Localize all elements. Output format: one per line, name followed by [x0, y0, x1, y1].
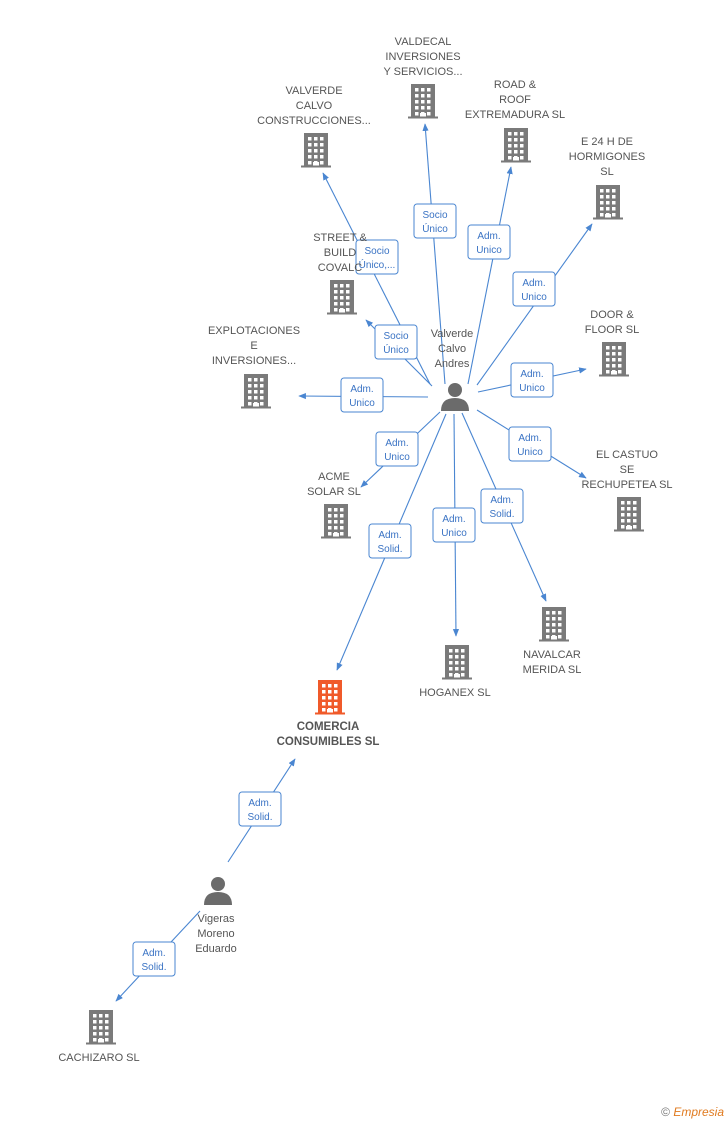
edge-label-box[interactable] — [340, 377, 384, 413]
company-name: HOGANEX SL — [419, 687, 491, 699]
edge-label-text: Adm.Unico — [521, 278, 547, 303]
edge-line — [422, 123, 446, 385]
edge-label-text: Adm.Unico — [476, 231, 502, 256]
edge-label-box[interactable] — [375, 431, 419, 467]
edge-label-text: Adm.Unico — [441, 514, 467, 539]
edge-line — [467, 166, 513, 385]
watermark-brand: Empresia — [673, 1105, 724, 1119]
person-icon — [441, 383, 469, 411]
edge-vigeras-to-cachizaro[interactable]: Adm.Solid. — [115, 910, 201, 1002]
building-icon — [614, 497, 644, 532]
person-icon — [204, 877, 232, 905]
edge-label-box[interactable] — [374, 324, 418, 360]
edge-label-box[interactable] — [510, 362, 554, 398]
building-icon — [86, 1010, 116, 1045]
edge-label-text: Adm.Unico — [517, 433, 543, 458]
edge-valverde-to-door_floor[interactable]: Adm.Unico — [477, 362, 587, 398]
edge-label-box[interactable] — [413, 203, 457, 239]
company-name: DOOR &FLOOR SL — [585, 309, 639, 336]
edge-label-text: Adm.Solid. — [377, 530, 402, 555]
edge-label-box[interactable] — [508, 426, 552, 462]
edge-valverde-to-hoganex[interactable]: Adm.Unico — [432, 413, 476, 637]
building-icon — [241, 374, 271, 409]
edge-label-box[interactable] — [467, 224, 511, 260]
edge-label-box[interactable] — [480, 488, 524, 524]
edge-label-box[interactable] — [512, 271, 556, 307]
company-node-cachizaro[interactable]: CACHIZARO SL — [58, 1010, 140, 1064]
edge-valverde-to-comercia[interactable]: Adm.Solid. — [336, 413, 447, 671]
edge-label-text: Adm.Unico — [384, 438, 410, 463]
building-icon — [593, 185, 623, 220]
edge-label-box[interactable] — [238, 791, 282, 827]
edge-label-box[interactable] — [132, 941, 176, 977]
edge-label-box[interactable] — [355, 239, 399, 275]
edge-label-text: Adm.Solid. — [247, 798, 272, 823]
building-icon — [539, 607, 569, 642]
building-icon — [599, 342, 629, 377]
company-node-door_floor[interactable]: DOOR &FLOOR SL — [585, 309, 639, 377]
edge-valverde-to-road_roof[interactable]: Adm.Unico — [467, 166, 513, 385]
edge-valverde-to-explotaciones[interactable]: Adm.Unico — [298, 377, 429, 413]
watermark: © Empresia — [661, 1105, 724, 1119]
company-name: CACHIZARO SL — [58, 1052, 139, 1064]
building-icon — [301, 133, 331, 168]
edge-label-text: Adm.Solid. — [141, 948, 166, 973]
copyright-icon: © — [661, 1105, 670, 1119]
building-icon — [327, 280, 357, 315]
company-node-hoganex[interactable]: HOGANEX SL — [419, 645, 491, 699]
building-icon — [315, 680, 345, 715]
building-icon — [501, 128, 531, 163]
edge-label-box[interactable] — [432, 507, 476, 543]
building-icon — [408, 84, 438, 119]
edge-vigeras-to-comercia[interactable]: Adm.Solid. — [227, 758, 296, 863]
edge-valverde-to-navalcar[interactable]: Adm.Solid. — [461, 412, 547, 602]
edge-label-text: Adm.Unico — [349, 384, 375, 409]
edge-label-box[interactable] — [368, 523, 412, 559]
edge-label-text: Adm.Unico — [519, 369, 545, 394]
edge-valverde-to-acme[interactable]: Adm.Unico — [360, 411, 441, 488]
building-icon — [442, 645, 472, 680]
building-icon — [321, 504, 351, 539]
edge-valverde-to-castuo[interactable]: Adm.Unico — [476, 409, 587, 479]
edge-valverde-to-e24h[interactable]: Adm.Unico — [476, 223, 593, 386]
edge-label-text: Adm.Solid. — [489, 495, 514, 520]
